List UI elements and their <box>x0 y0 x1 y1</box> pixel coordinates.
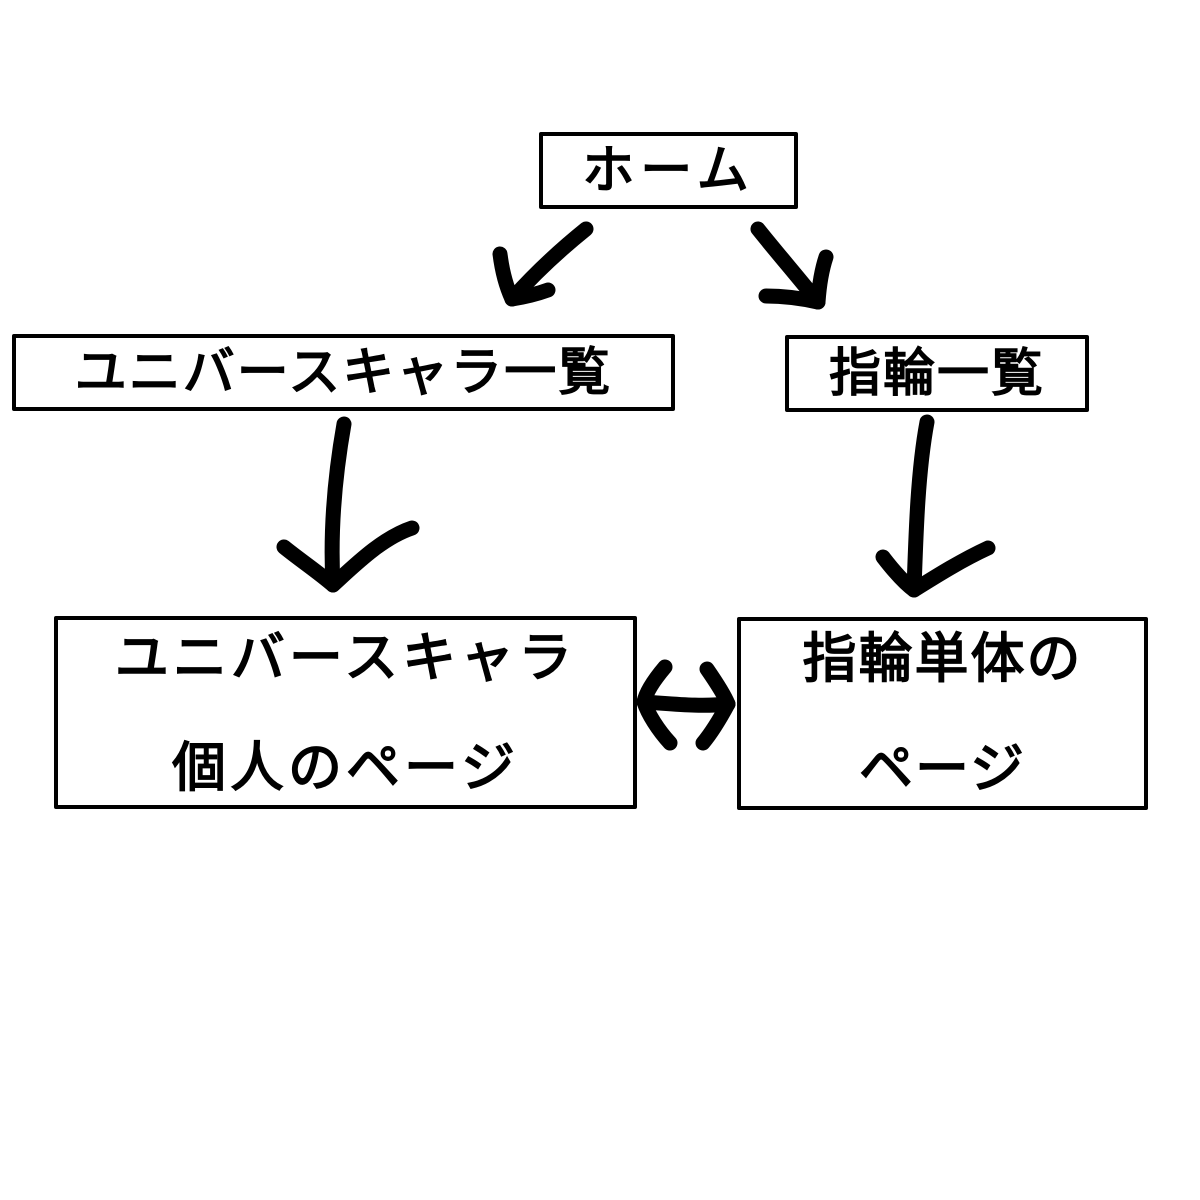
node-universe-character-list-label: ユニバースキャラ一覧 <box>74 342 613 403</box>
node-home-label: ホーム <box>582 140 755 201</box>
edge-home-to-universe-list-head <box>492 246 556 307</box>
edge-home-to-ring-list-shaft <box>750 221 826 310</box>
edge-bidirectional-left-head <box>636 659 678 751</box>
edge-bidirectional-shaft <box>636 694 736 713</box>
node-universe-character-page: ユニバースキャラ 個人のページ <box>54 616 637 809</box>
node-universe-character-list: ユニバースキャラ一覧 <box>12 334 675 411</box>
edge-home-to-ring-list <box>750 221 834 310</box>
edge-ring-list-to-ring-page <box>875 414 996 598</box>
node-ring-page-line-2: ページ <box>859 736 1026 800</box>
edge-home-to-universe-list <box>492 221 594 307</box>
edge-universe-page-ring-page-bidirectional <box>636 659 736 751</box>
edge-ring-list-to-ring-page-shaft <box>906 414 935 598</box>
edge-bidirectional-right-head <box>695 661 736 751</box>
node-ring-list-label: 指輪一覧 <box>828 343 1045 404</box>
node-universe-character-page-line-2: 個人のページ <box>172 735 519 799</box>
node-ring-page-line-1: 指輪単体の <box>802 626 1083 690</box>
edge-universe-list-to-universe-page-head <box>276 520 420 593</box>
node-universe-character-page-line-1: ユニバースキャラ <box>114 625 577 689</box>
edge-home-to-universe-list-shaft <box>504 221 594 307</box>
edge-home-to-ring-list-head <box>758 249 834 310</box>
node-ring-page: 指輪単体の ページ <box>737 617 1148 810</box>
edge-ring-list-to-ring-page-head <box>875 540 996 598</box>
edge-universe-list-to-universe-page-shaft <box>324 416 352 593</box>
node-home: ホーム <box>539 132 798 209</box>
node-ring-list: 指輪一覧 <box>785 335 1089 412</box>
edge-universe-list-to-universe-page <box>276 416 420 593</box>
